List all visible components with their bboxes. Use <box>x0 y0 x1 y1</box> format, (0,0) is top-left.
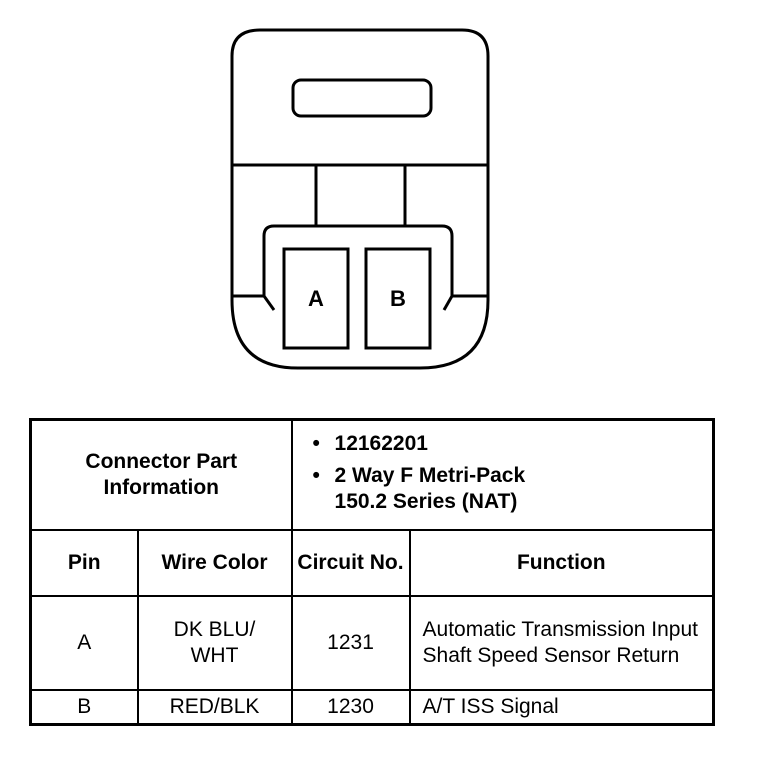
cell-pin: A <box>29 595 139 691</box>
cell-function: A/T ISS Signal <box>408 689 715 726</box>
header-pin: Pin <box>29 529 139 597</box>
header-function: Function <box>408 529 715 597</box>
pin-cavity-a <box>282 247 350 350</box>
part-number: 12162201 <box>313 431 713 457</box>
cell-circuit-no: 1230 <box>290 689 411 726</box>
part-description: 2 Way F Metri-Pack 150.2 Series (NAT) <box>313 463 575 515</box>
table-row: A DK BLU/ WHT 1231 Automatic Transmissio… <box>29 595 715 691</box>
part-info-label: Connector Part Information <box>29 418 293 531</box>
header-circuit-no: Circuit No. <box>290 529 411 597</box>
cell-wire-color: DK BLU/ WHT <box>136 595 293 691</box>
locking-tab <box>291 78 433 118</box>
cell-wire-color: RED/BLK <box>136 689 293 726</box>
connector-diagram: A B <box>230 28 490 370</box>
cell-pin: B <box>29 689 139 726</box>
table-row: B RED/BLK 1230 A/T ISS Signal <box>29 689 715 726</box>
pin-label-a: A <box>308 286 324 311</box>
cell-function: Automatic Transmission Input Shaft Speed… <box>408 595 715 691</box>
connector-pinout-table: Connector Part Information 12162201 2 Wa… <box>29 418 716 726</box>
header-wire-color: Wire Color <box>136 529 293 597</box>
pin-label-b: B <box>390 286 406 311</box>
pin-housing <box>232 224 488 298</box>
cell-circuit-no: 1231 <box>290 595 411 691</box>
part-info-values: 12162201 2 Way F Metri-Pack 150.2 Series… <box>290 418 715 531</box>
pin-cavity-b <box>364 247 432 350</box>
connector-housing <box>230 28 490 370</box>
